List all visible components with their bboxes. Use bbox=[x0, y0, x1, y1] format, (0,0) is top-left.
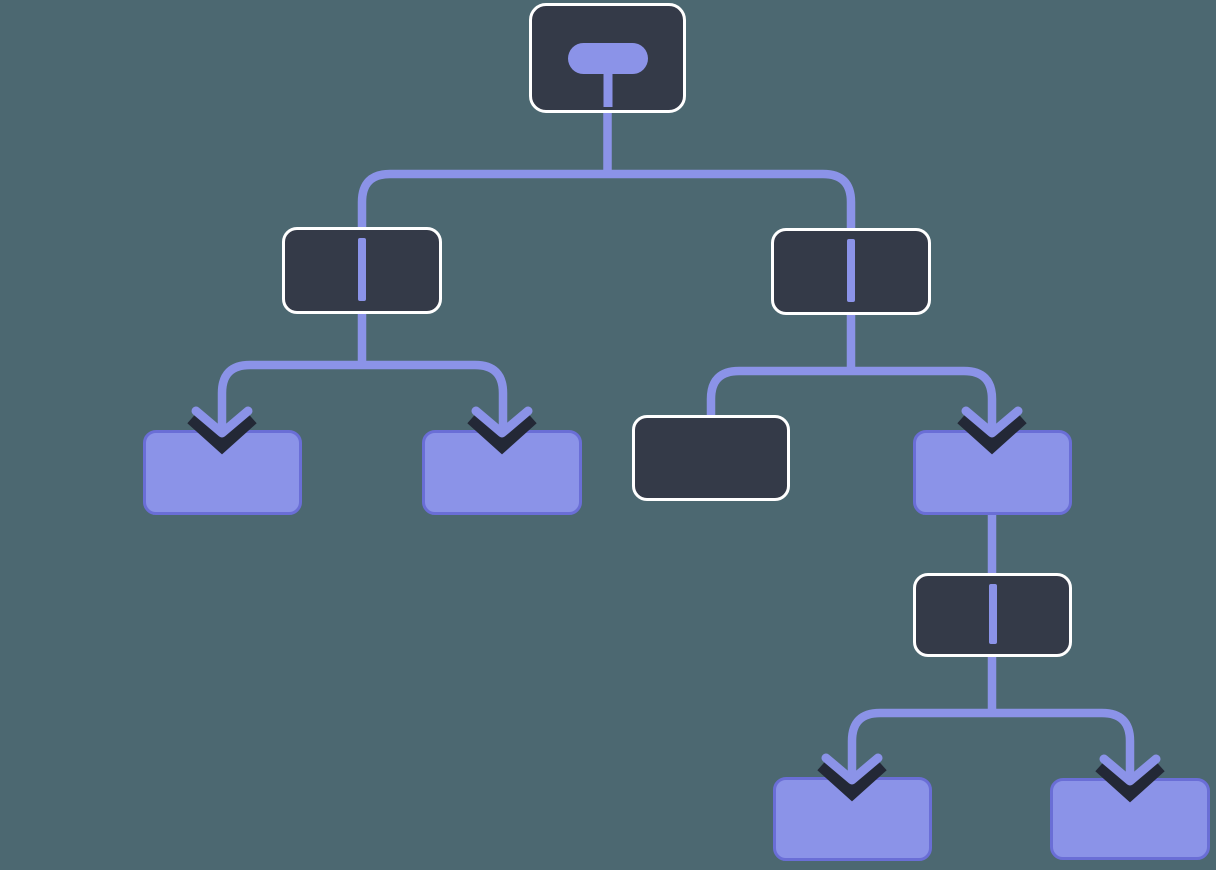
node-leaf-bottom-left[interactable] bbox=[773, 777, 932, 861]
connector-level2-left-branch bbox=[217, 360, 508, 428]
node-root[interactable] bbox=[529, 3, 686, 113]
node-leaf-far-left[interactable] bbox=[143, 430, 302, 515]
through-line-icon bbox=[847, 239, 855, 302]
node-junction-lower[interactable] bbox=[913, 573, 1072, 657]
node-leaf-bottom-right[interactable] bbox=[1050, 778, 1210, 860]
connector-level3-branch bbox=[847, 708, 1135, 776]
through-line-icon bbox=[988, 584, 997, 644]
node-junction-right[interactable] bbox=[771, 228, 931, 315]
pill-icon bbox=[567, 43, 648, 74]
through-line-icon bbox=[358, 238, 366, 301]
connector-level1-branch bbox=[357, 169, 856, 232]
pill-stem bbox=[603, 68, 612, 107]
node-leaf-mid-left[interactable] bbox=[422, 430, 582, 515]
node-junction-left[interactable] bbox=[282, 227, 442, 314]
node-dark-plain[interactable] bbox=[632, 415, 790, 501]
node-leaf-mid-right[interactable] bbox=[913, 430, 1072, 515]
